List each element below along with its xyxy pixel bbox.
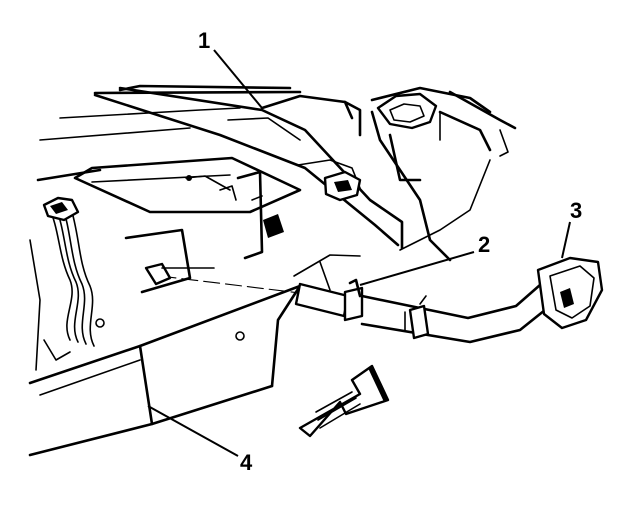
crossmember xyxy=(93,86,404,260)
vehicle-underbody xyxy=(29,84,302,371)
exhaust-pipe xyxy=(144,256,604,344)
callout-1: 1 xyxy=(198,28,210,53)
forward-direction-arrow-icon xyxy=(298,364,390,438)
callout-2: 2 xyxy=(478,232,490,257)
leader-line-1 xyxy=(213,49,263,109)
right-body-structure xyxy=(370,86,517,262)
leader-line-4 xyxy=(147,405,239,457)
callout-4: 4 xyxy=(240,450,253,475)
frame-rail xyxy=(28,228,361,457)
callout-3: 3 xyxy=(570,198,582,223)
leader-line-2 xyxy=(359,251,475,286)
leader-line-3 xyxy=(561,221,571,259)
